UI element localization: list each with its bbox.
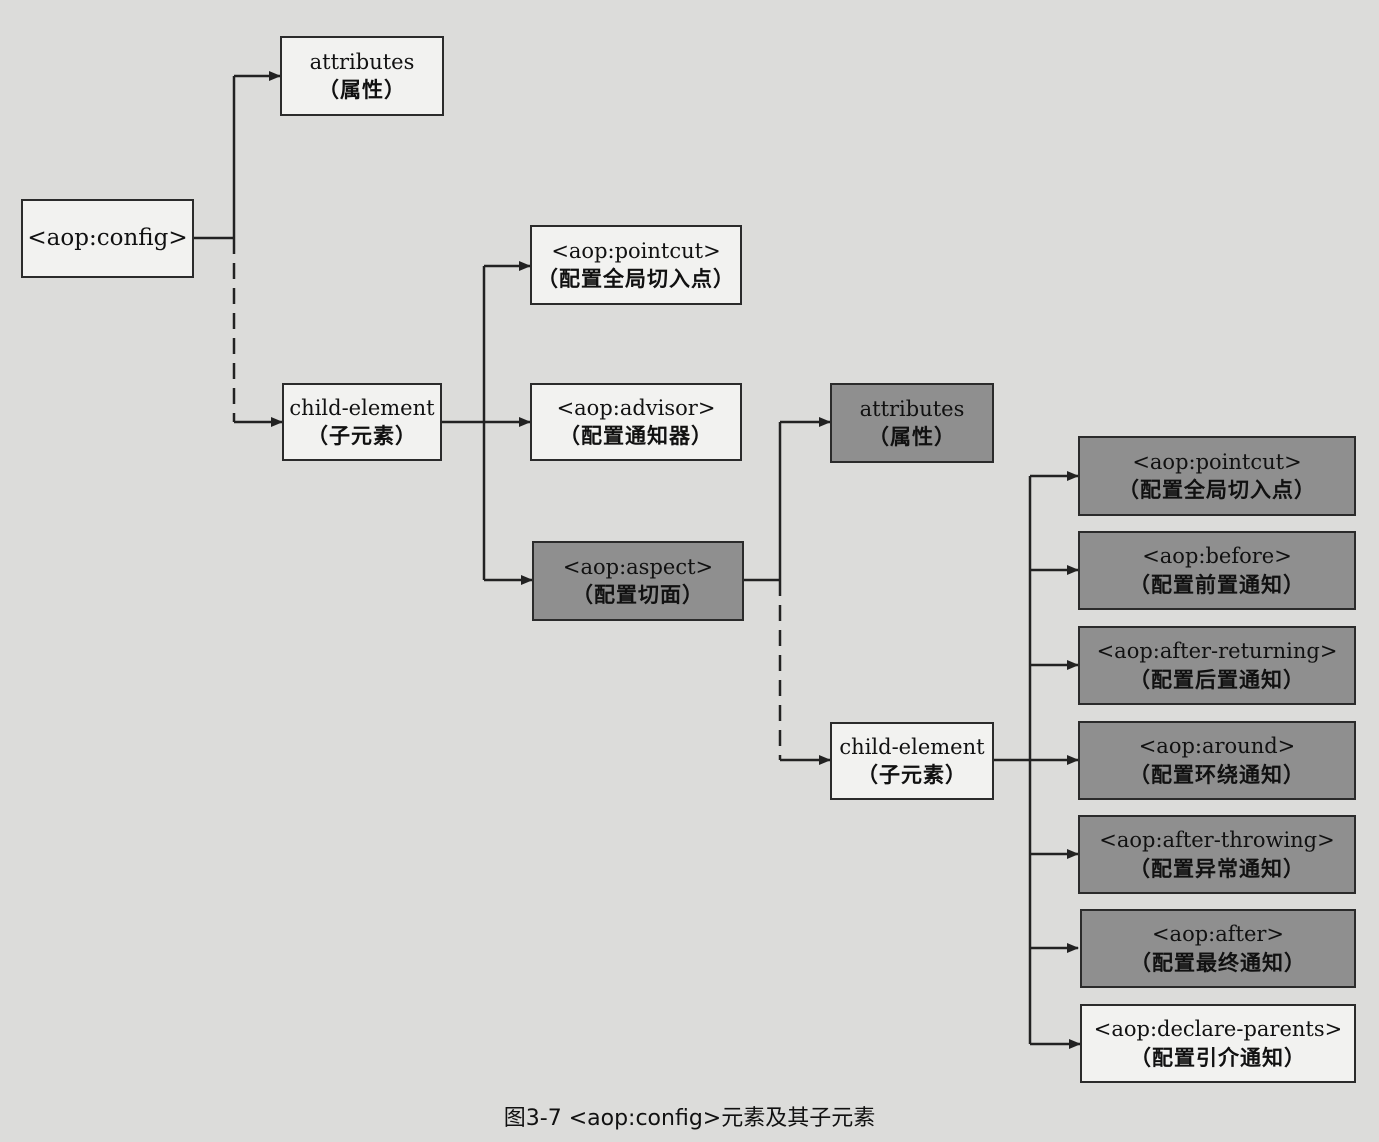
node-label: <aop:before> (1142, 544, 1292, 569)
node-before: <aop:before> （配置前置通知） (1078, 531, 1356, 610)
node-label: <aop:config> (27, 224, 188, 251)
node-global-pointcut: <aop:pointcut> （配置全局切入点） (530, 225, 742, 305)
node-label: <aop:pointcut> (1132, 449, 1302, 474)
node-sublabel: （配置前置通知） (1129, 571, 1305, 597)
node-label: child-element (289, 395, 435, 420)
node-aspect: <aop:aspect> （配置切面） (532, 541, 744, 621)
node-label: <aop:after> (1151, 922, 1285, 947)
node-sublabel: （配置后置通知） (1129, 666, 1305, 692)
node-sublabel: （配置切面） (572, 582, 704, 607)
figure-caption: 图3-7 <aop:config>元素及其子元素 (503, 1106, 876, 1131)
node-config-child-element: child-element （子元素） (282, 383, 442, 461)
node-label: <aop:around> (1138, 734, 1296, 759)
node-sublabel: （配置最终通知） (1130, 949, 1306, 975)
node-around: <aop:around> （配置环绕通知） (1078, 721, 1356, 800)
node-label: <aop:aspect> (562, 554, 714, 579)
node-sublabel: （子元素） (307, 423, 417, 448)
node-aspect-child-element: child-element （子元素） (830, 722, 994, 800)
node-label: child-element (839, 734, 985, 759)
node-sublabel: （属性） (318, 77, 406, 102)
node-after-returning: <aop:after-returning> （配置后置通知） (1078, 626, 1356, 705)
node-after-throwing: <aop:after-throwing> （配置异常通知） (1078, 815, 1356, 894)
node-label: <aop:declare-parents> (1093, 1017, 1343, 1042)
node-sublabel: （配置全局切入点） (537, 266, 735, 291)
node-sublabel: （配置引介通知） (1130, 1044, 1306, 1070)
node-label: <aop:pointcut> (551, 238, 721, 263)
node-config-attributes: attributes （属性） (280, 36, 444, 116)
node-label: <aop:advisor> (556, 395, 716, 420)
node-advisor: <aop:advisor> （配置通知器） (530, 383, 742, 461)
node-sublabel: （配置环绕通知） (1129, 761, 1305, 787)
node-aspect-pointcut: <aop:pointcut> （配置全局切入点） (1078, 436, 1356, 516)
node-sublabel: （配置异常通知） (1129, 855, 1305, 881)
node-aop-config: <aop:config> (21, 199, 194, 278)
node-after: <aop:after> （配置最终通知） (1080, 909, 1356, 988)
node-declare-parents: <aop:declare-parents> （配置引介通知） (1080, 1004, 1356, 1083)
node-label: attributes (859, 396, 965, 421)
node-label: <aop:after-returning> (1096, 639, 1338, 664)
node-label: <aop:after-throwing> (1099, 828, 1335, 853)
node-label: attributes (309, 49, 415, 74)
node-sublabel: （属性） (868, 424, 956, 449)
node-aspect-attributes: attributes （属性） (830, 383, 994, 463)
node-sublabel: （子元素） (857, 762, 967, 787)
node-sublabel: （配置通知器） (559, 423, 713, 448)
node-sublabel: （配置全局切入点） (1118, 477, 1316, 502)
